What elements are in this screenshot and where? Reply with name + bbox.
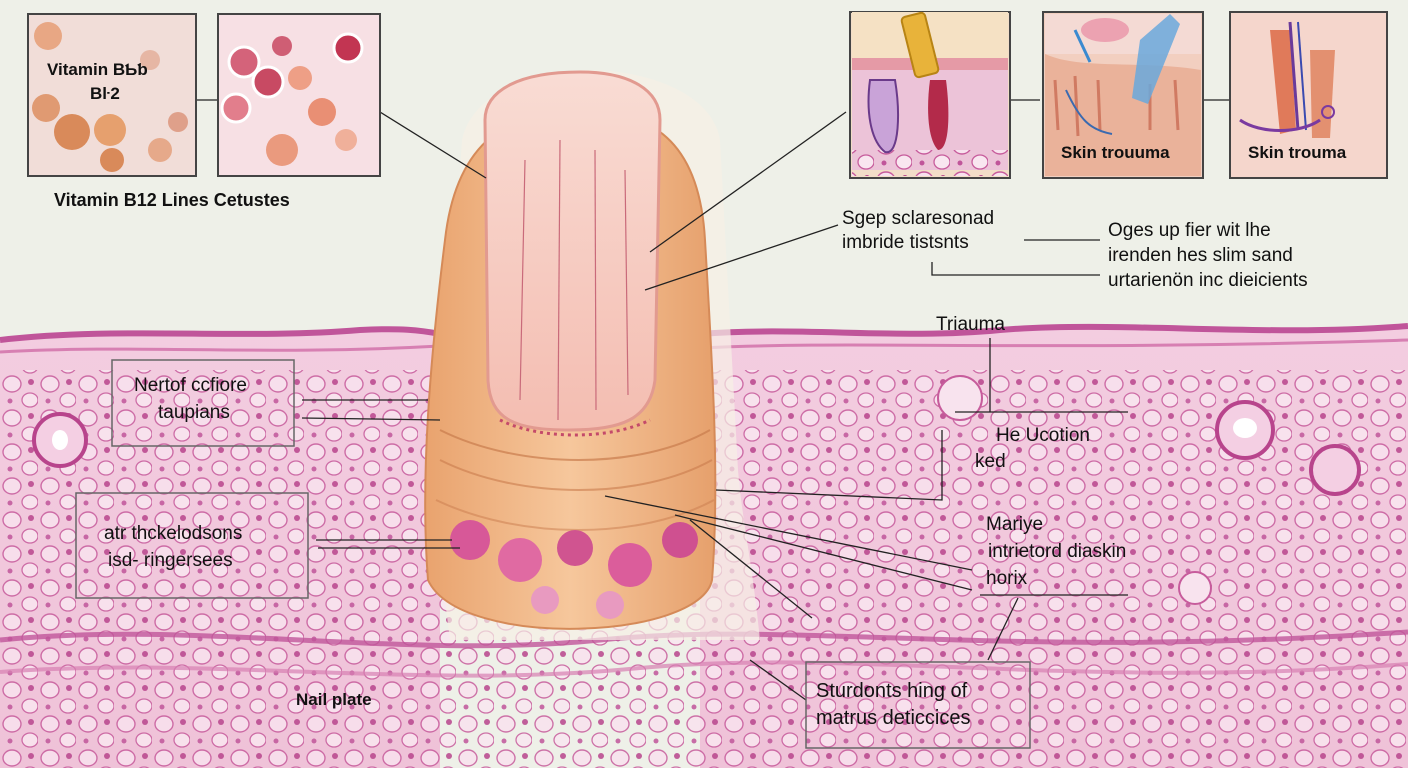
- label-mariye-line2: intrietord diaskin: [988, 541, 1127, 562]
- vitamin-b12-caption: Vitamin B12 Lines Cetustes: [54, 190, 290, 210]
- label-nail-plate: Nail plate: [296, 690, 372, 709]
- inset1-text-b: Bŀ2: [90, 84, 120, 103]
- label-he-ucotion-line1: He Ucotion: [996, 425, 1090, 446]
- inset-cell-cluster: [217, 13, 381, 177]
- label-atr-line2: isd- ringersees: [108, 550, 233, 571]
- label-nertof-line2: taupians: [158, 402, 230, 423]
- label-sgep-line2: imbride tistsnts: [842, 232, 969, 253]
- label-nertof-line1: Nertof ccfiore: [134, 375, 247, 396]
- skin-trauma-caption-2: Skin trouma: [1248, 143, 1347, 162]
- label-oges-line1: Oges up fier wit lhe: [1108, 220, 1271, 241]
- inset-skin-trauma-2: [1229, 11, 1388, 179]
- label-sturdonts-line1: Sturdonts hing of: [816, 680, 968, 702]
- label-frames: [75, 359, 1031, 749]
- nail-structure: [424, 70, 760, 640]
- label-oges-line3: urtarienön inc dieicients: [1108, 270, 1308, 291]
- label-sturdonts-line2: matrus deticcices: [816, 707, 971, 729]
- label-trauma: Triauma: [936, 314, 1005, 335]
- label-atr-line1: atr thckelodsons: [104, 523, 243, 544]
- inset-follicle: [849, 11, 1011, 179]
- label-mariye-line1: Mariye: [986, 514, 1044, 535]
- label-mariye-line3: horix: [986, 568, 1028, 589]
- label-oges-line2: irenden hes slim sand: [1108, 245, 1293, 266]
- label-sgep-line1: Sgep sclaresonad: [842, 208, 995, 229]
- inset-vitamin-b12-cells: [27, 13, 197, 177]
- inset1-text-a: Vitamin BƄƅ: [47, 60, 148, 79]
- label-he-ucotion-line2: ked: [975, 451, 1006, 472]
- pointer-lines: [196, 99, 1230, 701]
- skin-trauma-caption-1: Skin trouuma: [1061, 143, 1170, 162]
- inset-skin-trauma-1: [1042, 11, 1204, 179]
